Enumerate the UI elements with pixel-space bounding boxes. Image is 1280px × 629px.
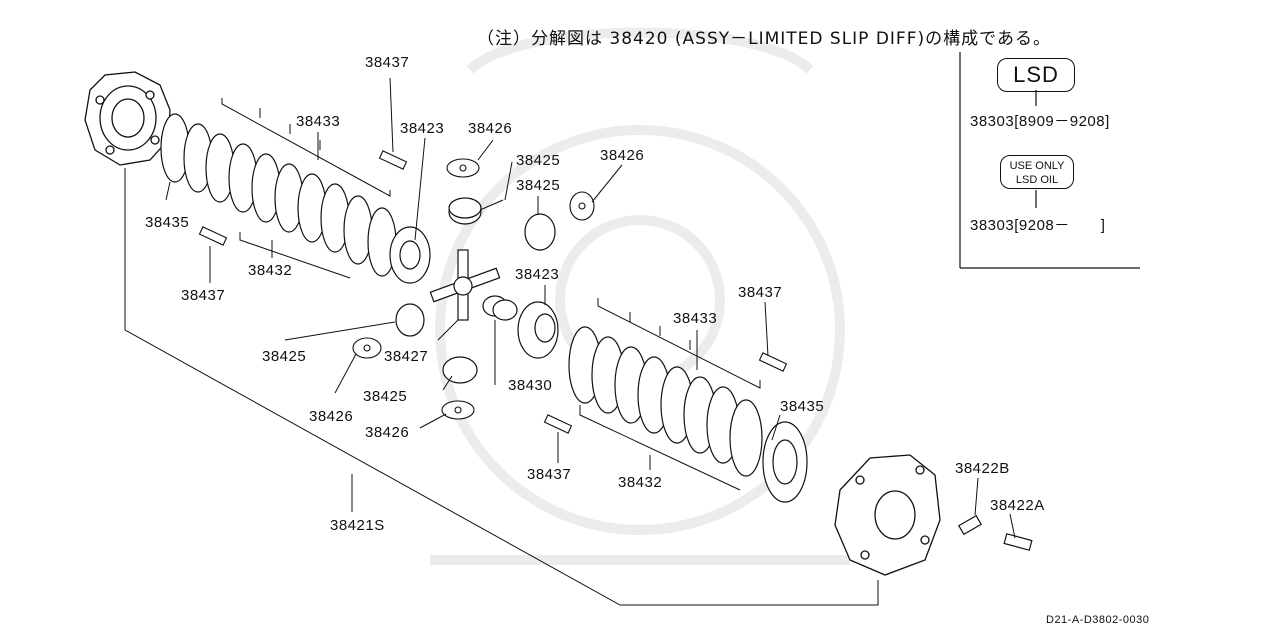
label-38423-top: 38423	[400, 120, 445, 137]
label-38426-a: 38426	[468, 120, 513, 137]
label-38426-d: 38426	[365, 424, 410, 441]
left-clutch-plates	[160, 113, 397, 277]
leader-lines	[124, 77, 1016, 606]
lsd-oil-badge-line1: USE ONLY	[1009, 160, 1065, 172]
thrust-washers	[352, 158, 595, 420]
label-38430: 38430	[508, 377, 553, 394]
label-38421s: 38421S	[330, 517, 385, 534]
pinion-gears	[395, 197, 556, 384]
pinion-shaft	[429, 249, 501, 321]
left-plate-brackets	[221, 98, 391, 279]
label-38437-left: 38437	[181, 287, 226, 304]
lsd-badge: LSD	[997, 58, 1075, 92]
label-38422a: 38422A	[990, 497, 1045, 514]
lsd-part-number: 38303[8909－9208]	[970, 113, 1110, 130]
label-38426-b: 38426	[600, 147, 645, 164]
assembly-note: （注）分解図は 38420 (ASSY－LIMITED SLIP DIFF)の構…	[477, 29, 1051, 49]
label-38437-right: 38437	[738, 284, 783, 301]
right-clutch-plates	[568, 326, 808, 503]
label-38422b: 38422B	[955, 460, 1010, 477]
label-38432-left: 38432	[248, 262, 293, 279]
label-38425-b: 38425	[516, 177, 561, 194]
lsd-oil-badge: USE ONLY LSD OIL	[1000, 155, 1074, 189]
label-38425-d: 38425	[363, 388, 408, 405]
spacer-block	[482, 295, 518, 321]
label-38433-right: 38433	[673, 310, 718, 327]
lsd-oil-part-number: 38303[9208－ ]	[970, 217, 1106, 234]
legend-frame	[959, 52, 1140, 269]
label-38423-mid: 38423	[515, 266, 560, 283]
right-side-gear	[517, 301, 559, 359]
right-diff-case	[834, 454, 941, 576]
label-38437-top: 38437	[365, 54, 410, 71]
pins	[198, 150, 788, 434]
label-38435-left: 38435	[145, 214, 190, 231]
right-plate-brackets	[579, 298, 761, 491]
label-38432-right: 38432	[618, 474, 663, 491]
label-38427: 38427	[384, 348, 429, 365]
left-side-gear	[389, 226, 431, 284]
label-38435-right: 38435	[780, 398, 825, 415]
label-38426-c: 38426	[309, 408, 354, 425]
label-38425-a: 38425	[516, 152, 561, 169]
drawing-code: D21-A-D3802-0030	[1046, 614, 1150, 626]
label-38433-left: 38433	[296, 113, 341, 130]
label-38437-bottom: 38437	[527, 466, 572, 483]
label-38425-c: 38425	[262, 348, 307, 365]
lsd-oil-badge-line2: LSD OIL	[1015, 174, 1059, 186]
left-diff-case	[84, 71, 171, 166]
bolts	[958, 514, 1033, 551]
